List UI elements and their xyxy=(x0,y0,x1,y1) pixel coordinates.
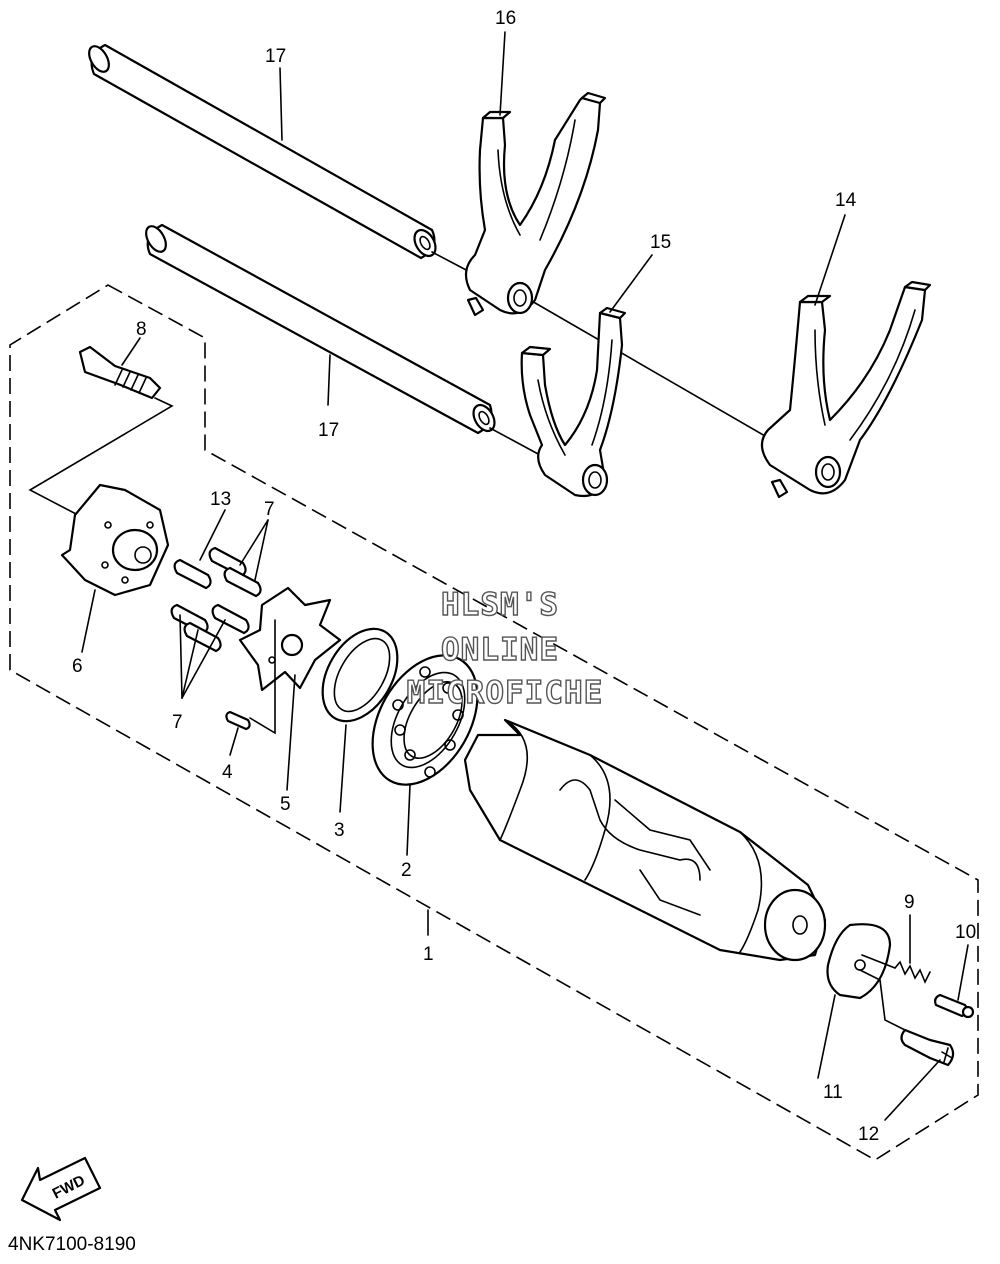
washer-3 xyxy=(321,627,399,723)
screw-8 xyxy=(78,345,162,400)
label-10: 10 xyxy=(955,922,976,943)
label-15: 15 xyxy=(650,232,671,253)
label-9: 9 xyxy=(904,892,915,913)
label-17-lower: 17 xyxy=(318,420,339,441)
spring-9 xyxy=(861,954,931,984)
leader-lines xyxy=(81,31,969,1121)
diagram-code: 4NK7100-8190 xyxy=(8,1234,136,1255)
label-4: 4 xyxy=(222,762,233,783)
label-16: 16 xyxy=(495,8,516,29)
screw-12 xyxy=(900,1028,955,1067)
shift-drum-1 xyxy=(463,718,827,962)
assembly-boundary xyxy=(9,284,979,1161)
pin-10 xyxy=(934,993,975,1019)
stopper-11 xyxy=(826,923,892,1000)
label-7-upper: 7 xyxy=(264,499,275,520)
segment-6 xyxy=(60,483,170,597)
svg-text:HLSM'S: HLSM'S xyxy=(441,587,559,623)
label-11: 11 xyxy=(823,1082,843,1103)
label-12: 12 xyxy=(858,1124,879,1145)
label-2: 2 xyxy=(401,860,412,881)
bearing-2 xyxy=(371,654,479,786)
svg-text:ONLINE: ONLINE xyxy=(441,632,559,668)
label-5: 5 xyxy=(280,794,291,815)
shift-fork-14 xyxy=(760,280,932,499)
dowel-pin-4 xyxy=(225,710,251,731)
label-8: 8 xyxy=(136,319,147,340)
svg-text:MICROFICHE: MICROFICHE xyxy=(407,675,604,711)
label-14: 14 xyxy=(835,190,857,211)
fwd-arrow: FWD xyxy=(20,1156,102,1222)
label-1: 1 xyxy=(423,944,434,965)
watermark: HLSM'S ONLINE MICROFICHE xyxy=(406,586,604,711)
label-17-upper: 17 xyxy=(265,46,286,67)
label-13: 13 xyxy=(210,489,231,510)
label-3: 3 xyxy=(334,820,345,841)
shift-fork-15 xyxy=(520,306,627,498)
shift-fork-shaft-lower xyxy=(145,223,496,435)
part-labels: 17 17 16 15 14 8 13 7 7 6 4 5 3 2 1 9 10… xyxy=(72,8,976,1145)
plate-5 xyxy=(238,586,342,692)
label-7-lower: 7 xyxy=(172,712,183,733)
shift-fork-16 xyxy=(464,91,607,317)
shift-fork-shaft-upper xyxy=(88,43,437,260)
label-6: 6 xyxy=(72,656,83,677)
